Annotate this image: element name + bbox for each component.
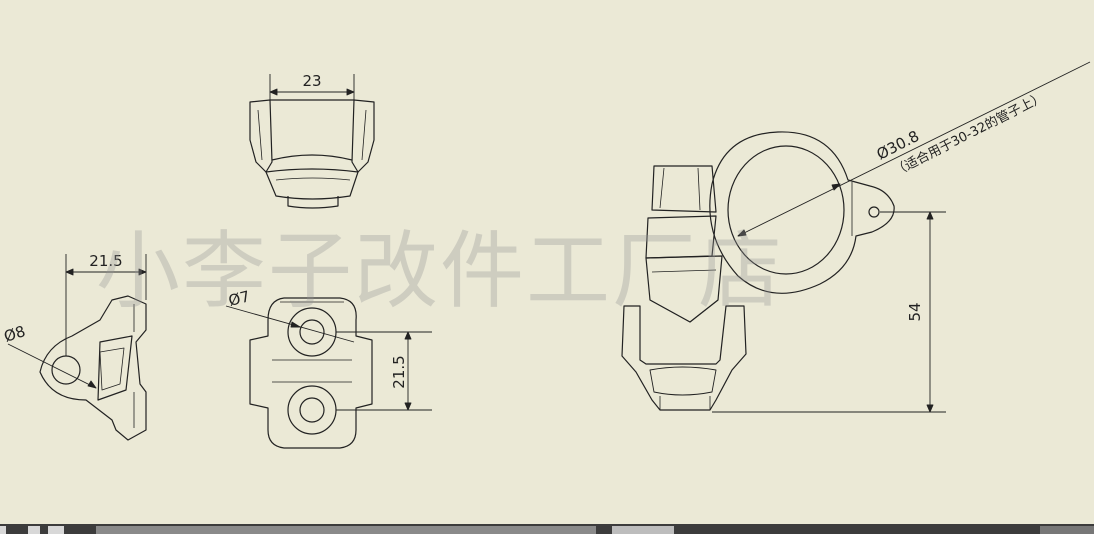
top-view xyxy=(249,74,375,209)
status-bar xyxy=(0,524,1094,534)
status-fields xyxy=(96,526,596,534)
dim-top-width: 23 xyxy=(302,72,321,90)
status-icon[interactable] xyxy=(28,526,40,534)
dim-side-diameter: Ø8 xyxy=(2,322,28,346)
dim-side-width: 21.5 xyxy=(89,252,122,270)
dim-front-spacing: 21.5 xyxy=(390,355,408,388)
status-resize-grip[interactable] xyxy=(1040,526,1094,534)
status-field-active xyxy=(612,526,674,534)
status-icon[interactable] xyxy=(0,526,6,534)
dim-iso-height: 54 xyxy=(906,302,924,321)
side-view xyxy=(7,254,147,441)
iso-view xyxy=(621,61,1091,413)
status-icon[interactable] xyxy=(48,526,64,534)
dim-front-diameter: Ø7 xyxy=(227,287,252,310)
front-view xyxy=(225,297,432,449)
